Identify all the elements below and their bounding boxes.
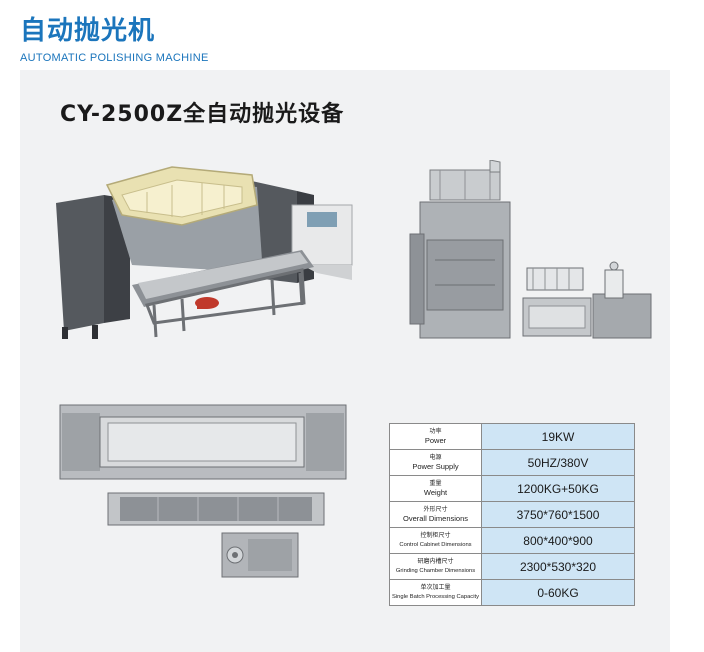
spec-label: 单次加工量 Single Batch Processing Capacity: [389, 579, 482, 606]
table-row: 控制柜尺寸 Control Cabinet Dimensions 800*400…: [389, 527, 635, 554]
spec-label: 功率 Power: [389, 423, 482, 450]
table-row: 电源 Power Supply 50HZ/380V: [389, 449, 635, 476]
spec-label-cn: 外形尺寸: [423, 505, 448, 513]
spec-label: 研磨内槽尺寸 Grinding Chamber Dimensions: [389, 553, 482, 580]
specs-table: 功率 Power 19KW 电源 Power Supply 50HZ/380V …: [389, 423, 635, 606]
spec-label-cn: 控制柜尺寸: [420, 531, 451, 539]
spec-value: 1200KG+50KG: [481, 475, 635, 502]
spec-label-cn: 功率: [429, 427, 442, 435]
top-view-drawing: [58, 403, 348, 583]
machine-photo: [52, 155, 362, 345]
spec-label-cn: 重量: [429, 479, 442, 487]
table-row: 研磨内槽尺寸 Grinding Chamber Dimensions 2300*…: [389, 553, 635, 580]
spec-value: 50HZ/380V: [481, 449, 635, 476]
spec-label-en: Weight: [423, 487, 448, 497]
front-view-drawing: [405, 160, 655, 340]
table-row: 外形尺寸 Overall Dimensions 3750*760*1500: [389, 501, 635, 528]
spec-label: 外形尺寸 Overall Dimensions: [389, 501, 482, 528]
spec-label-cn: 电源: [429, 453, 442, 461]
spec-value: 0-60KG: [481, 579, 635, 606]
spec-label-cn: 研磨内槽尺寸: [417, 557, 454, 565]
spec-label-en: Single Batch Processing Capacity: [392, 593, 479, 600]
product-title: CY-2500Z全自动抛光设备: [60, 102, 345, 127]
spec-label-en: Power Supply: [412, 461, 459, 471]
spec-label: 电源 Power Supply: [389, 449, 482, 476]
table-row: 单次加工量 Single Batch Processing Capacity 0…: [389, 579, 635, 606]
spec-label: 重量 Weight: [389, 475, 482, 502]
page-title: 自动抛光机: [20, 16, 156, 46]
spec-label-en: Grinding Chamber Dimensions: [395, 567, 476, 574]
spec-label: 控制柜尺寸 Control Cabinet Dimensions: [389, 527, 482, 554]
spec-label-cn: 单次加工量: [420, 583, 451, 591]
spec-value: 2300*530*320: [481, 553, 635, 580]
table-row: 功率 Power 19KW: [389, 423, 635, 450]
spec-value: 19KW: [481, 423, 635, 450]
spec-label-en: Control Cabinet Dimensions: [399, 541, 472, 548]
spec-label-en: Power: [424, 435, 447, 445]
spec-value: 3750*760*1500: [481, 501, 635, 528]
table-row: 重量 Weight 1200KG+50KG: [389, 475, 635, 502]
page-subtitle: AUTOMATIC POLISHING MACHINE: [20, 52, 209, 64]
spec-label-en: Overall Dimensions: [402, 513, 469, 523]
spec-value: 800*400*900: [481, 527, 635, 554]
